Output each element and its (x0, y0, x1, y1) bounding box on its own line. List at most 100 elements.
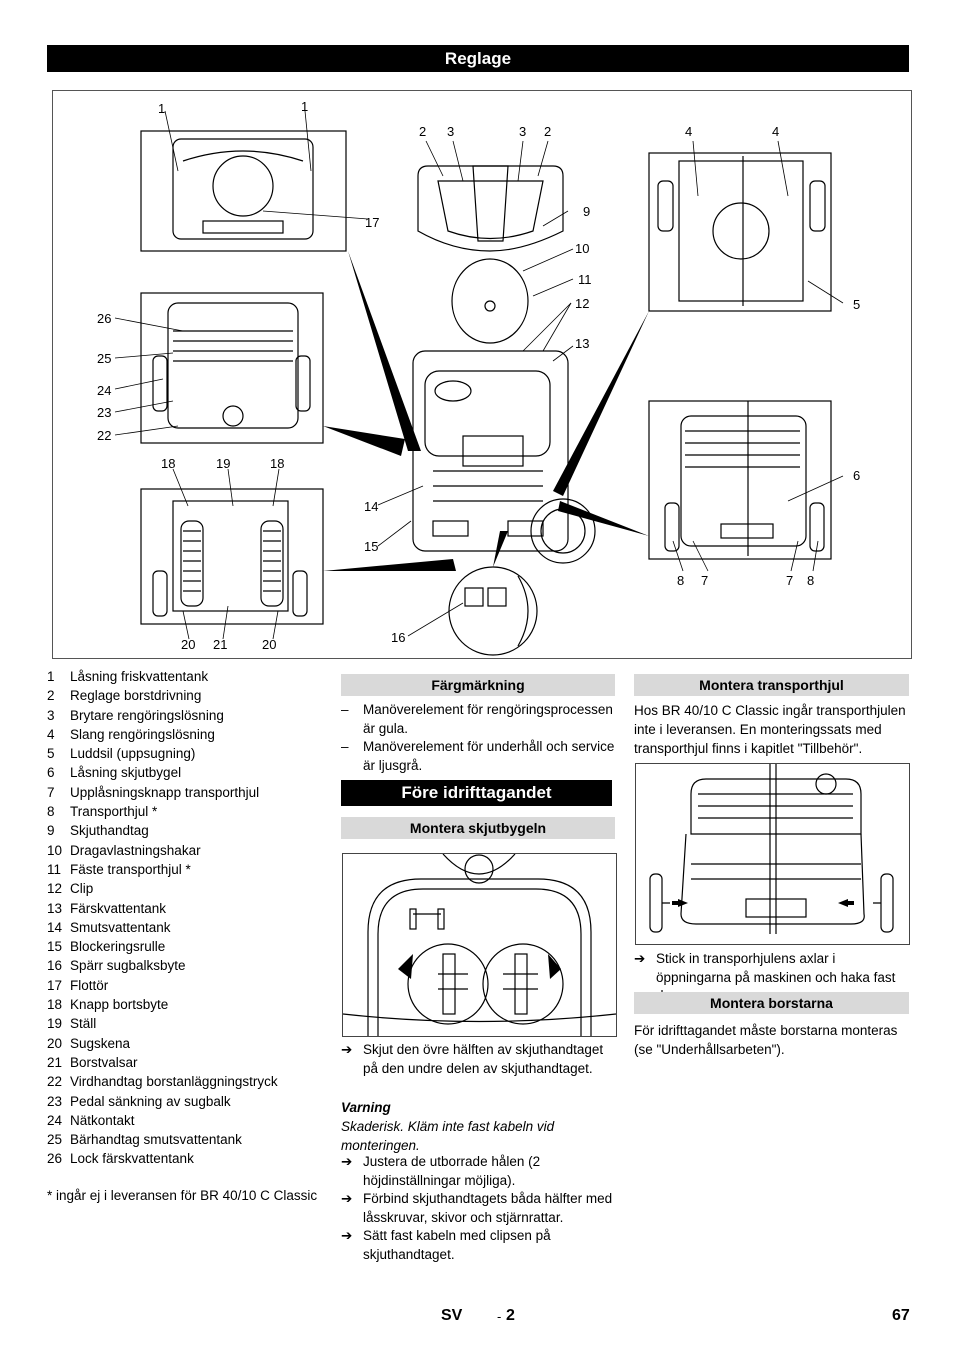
legend-item: 26 Lock färskvattentank (47, 1149, 332, 1168)
legend-item-number: 12 (47, 881, 63, 897)
legend-item-text: Ställ (70, 1016, 97, 1032)
callout-4a: 4 (685, 124, 692, 139)
section-header-title: Reglage (444, 49, 512, 68)
legend-item-number: 23 (47, 1093, 63, 1109)
legend-item-text: Luddsil (uppsugning) (70, 746, 196, 762)
footer-lang: SV (441, 1307, 463, 1324)
callout-19: 19 (216, 456, 230, 471)
legend-footnote: * ingår ej i leveransen för BR 40/10 C C… (47, 1188, 318, 1203)
legend-item: 23 Pedal sänkning av sugbalk (47, 1092, 332, 1111)
legend-item-number: 25 (47, 1132, 63, 1148)
subhead-montera-skjutbygeln: Montera skjutbygeln (341, 817, 615, 839)
callout-20a: 20 (181, 637, 195, 652)
warning-label: Varning (341, 1100, 391, 1115)
transporthjul-text: Hos BR 40/10 C Classic ingår transporthj… (634, 703, 906, 756)
legend-item-number: 18 (47, 997, 63, 1013)
callout-25: 25 (97, 351, 111, 366)
legend-item-text: Bärhandtag smutsvattentank (70, 1132, 242, 1148)
section-header-reglage: Reglage (47, 45, 909, 72)
legend-item-number: 15 (47, 939, 63, 955)
step-skjut: ➔Skjut den övre hälften av skjuthandtage… (341, 1042, 604, 1076)
callout-18b: 18 (270, 456, 284, 471)
callout-10: 10 (575, 241, 589, 256)
callout-3a: 3 (447, 124, 454, 139)
legend-item-number: 5 (47, 746, 55, 762)
legend-item-number: 3 (47, 707, 55, 723)
legend-item-text: Smutsvattentank (70, 919, 171, 935)
legend-item-text: Flottör (70, 977, 109, 993)
legend-item-number: 21 (47, 1054, 63, 1070)
legend-item-text: Lock färskvattentank (70, 1151, 194, 1167)
callout-7b: 7 (786, 573, 793, 588)
legend-item-number: 7 (47, 784, 55, 800)
legend-item-text: Blockeringsrulle (70, 939, 166, 955)
callout-15: 15 (364, 539, 378, 554)
callout-16: 16 (391, 630, 405, 645)
legend-item-text: Upplåsningsknapp transporthjul (70, 784, 260, 800)
callout-22: 22 (97, 428, 111, 443)
legend-item-number: 16 (47, 958, 63, 974)
callout-3b: 3 (519, 124, 526, 139)
zoom-circle (448, 566, 538, 656)
callout-8a: 8 (677, 573, 684, 588)
legend-item-number: 26 (47, 1151, 63, 1167)
callout-20b: 20 (262, 637, 276, 652)
callout-26: 26 (97, 311, 111, 326)
borstarna-text: För idrifttagandet måste borstarna monte… (634, 1023, 898, 1057)
footer-subpage: 2 (506, 1307, 515, 1324)
main-figure-drawing: 1 1 2 3 3 2 4 4 17 9 10 11 12 5 26 25 24… (97, 99, 860, 656)
legend-item-number: 2 (47, 688, 55, 704)
callout-21: 21 (213, 637, 227, 652)
legend-item-text: Pedal sänkning av sugbalk (70, 1093, 231, 1109)
legend-item-text: Clip (70, 881, 94, 897)
callout-18a: 18 (161, 456, 175, 471)
warning-text: Skaderisk. Kläm inte fast kabeln vid mon… (341, 1119, 555, 1153)
legend-item-number: 19 (47, 1016, 63, 1032)
legend-item-text: Sugskena (70, 1035, 131, 1051)
legend-item: 25 Bärhandtag smutsvattentank (47, 1130, 332, 1149)
callout-6: 6 (853, 468, 860, 483)
inset-bottom-left (140, 488, 324, 625)
legend-item-text: Borstvalsar (70, 1054, 138, 1070)
dash-item-1: –Manöverelement för rengöringsprocessen … (341, 702, 613, 736)
legend-item: 19 Ställ (47, 1014, 332, 1033)
dash-item-2: –Manöverelement för underhåll och servic… (341, 739, 615, 773)
section-header-fore-idrifttagandet: Före idrifttagandet (341, 780, 612, 806)
legend-item-number: 17 (47, 977, 63, 993)
figure-transporthjul-drawing (649, 764, 894, 934)
legend-item-text: Nätkontakt (70, 1112, 135, 1128)
callout-4b: 4 (772, 124, 779, 139)
callout-11: 11 (578, 272, 592, 287)
legend-item-text: Brytare rengöringslösning (70, 707, 224, 723)
legend-item-text: Låsning skjutbygel (70, 765, 182, 781)
legend-item-text: Transporthjul * (70, 804, 158, 820)
legend-item: 12 Clip (47, 879, 332, 898)
callout-13: 13 (575, 336, 589, 351)
figure-skjutbygeln (342, 853, 617, 1037)
legend-item-text: Skjuthandtag (70, 823, 149, 839)
callout-7a: 7 (701, 573, 708, 588)
legend-item: 5 Luddsil (uppsugning) (47, 744, 332, 763)
inset-top-right (648, 152, 832, 312)
step-justera: ➔Justera de utborrade hålen (2 höjdinstä… (341, 1154, 541, 1188)
callout-2a: 2 (419, 124, 426, 139)
center-tank-top (451, 258, 529, 344)
legend-item: 3 Brytare rengöringslösning (47, 706, 332, 725)
step-forbind: ➔Förbind skjuthandtagets båda hälfter me… (341, 1191, 613, 1225)
callout-1a: 1 (158, 101, 165, 116)
legend-item-number: 22 (47, 1074, 63, 1090)
legend-item: 17 Flottör (47, 976, 332, 995)
callout-8b: 8 (807, 573, 814, 588)
figure-transporthjul (635, 763, 910, 945)
